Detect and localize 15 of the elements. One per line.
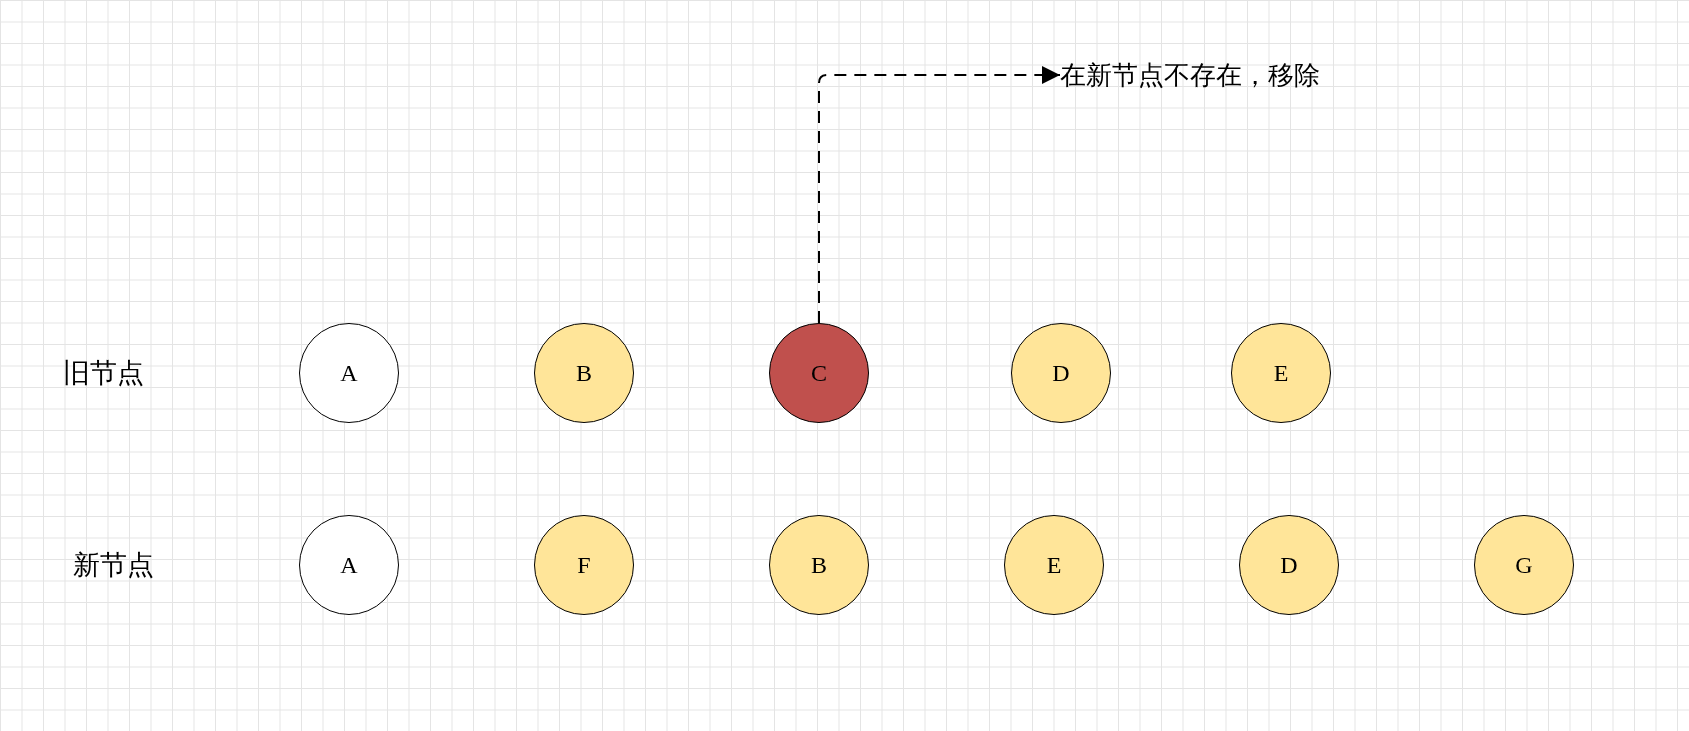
row-label: 旧节点 bbox=[62, 356, 144, 390]
node-circle: G bbox=[1474, 515, 1574, 615]
node-circle: D bbox=[1239, 515, 1339, 615]
node-circle: A bbox=[299, 515, 399, 615]
node-circle: F bbox=[534, 515, 634, 615]
node-circle: C bbox=[769, 323, 869, 423]
annotation-text: 在新节点不存在，移除 bbox=[1060, 55, 1320, 95]
node-circle: B bbox=[534, 323, 634, 423]
node-circle: E bbox=[1231, 323, 1331, 423]
node-circle: B bbox=[769, 515, 869, 615]
row-label: 新节点 bbox=[72, 548, 154, 582]
dashed-arrow bbox=[818, 66, 1061, 324]
node-circle: D bbox=[1011, 323, 1111, 423]
node-circle: E bbox=[1004, 515, 1104, 615]
node-circle: A bbox=[299, 323, 399, 423]
